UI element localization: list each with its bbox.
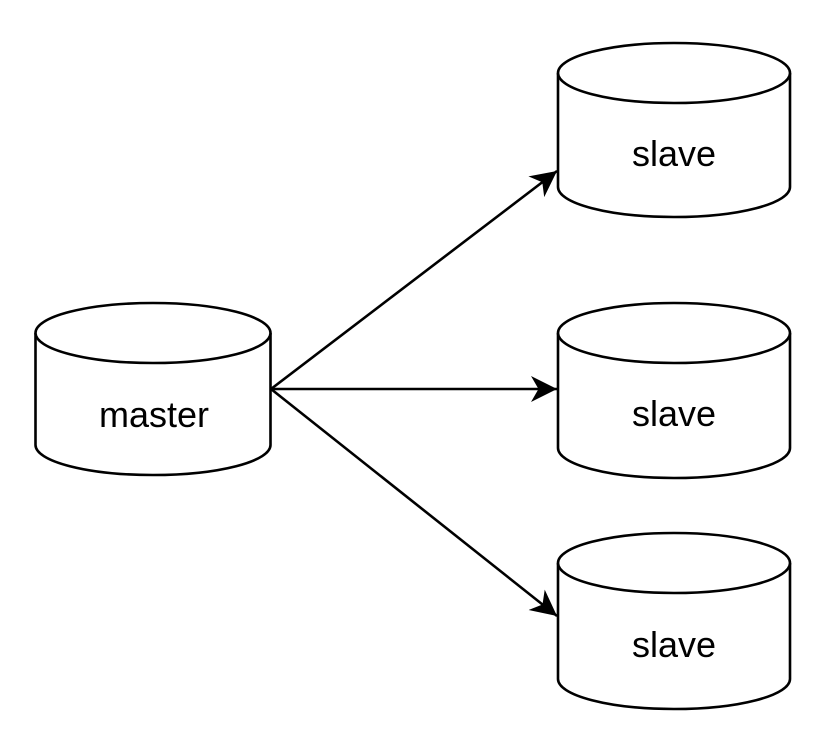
master-node: master [34,301,272,477]
slave-node-1: slave [556,41,792,219]
slave3-cylinder-body [556,563,792,711]
master-cylinder-body [34,333,272,477]
master-cylinder-top [34,301,272,365]
slave-node-3: slave [556,531,792,711]
slave2-cylinder-body [556,333,792,480]
slave1-cylinder-body [556,73,792,219]
slave1-cylinder-top [556,41,792,105]
slave2-cylinder-top [556,301,792,365]
slave3-cylinder-top [556,531,792,595]
edge-master-to-slave3 [270,387,558,618]
slave1-label: slave [632,133,716,174]
edges-group [270,169,558,618]
slave3-label: slave [632,624,716,665]
slave-node-2: slave [556,301,792,480]
edge-master-to-slave1 [270,169,558,391]
slave2-label: slave [632,393,716,434]
master-label: master [99,394,209,435]
